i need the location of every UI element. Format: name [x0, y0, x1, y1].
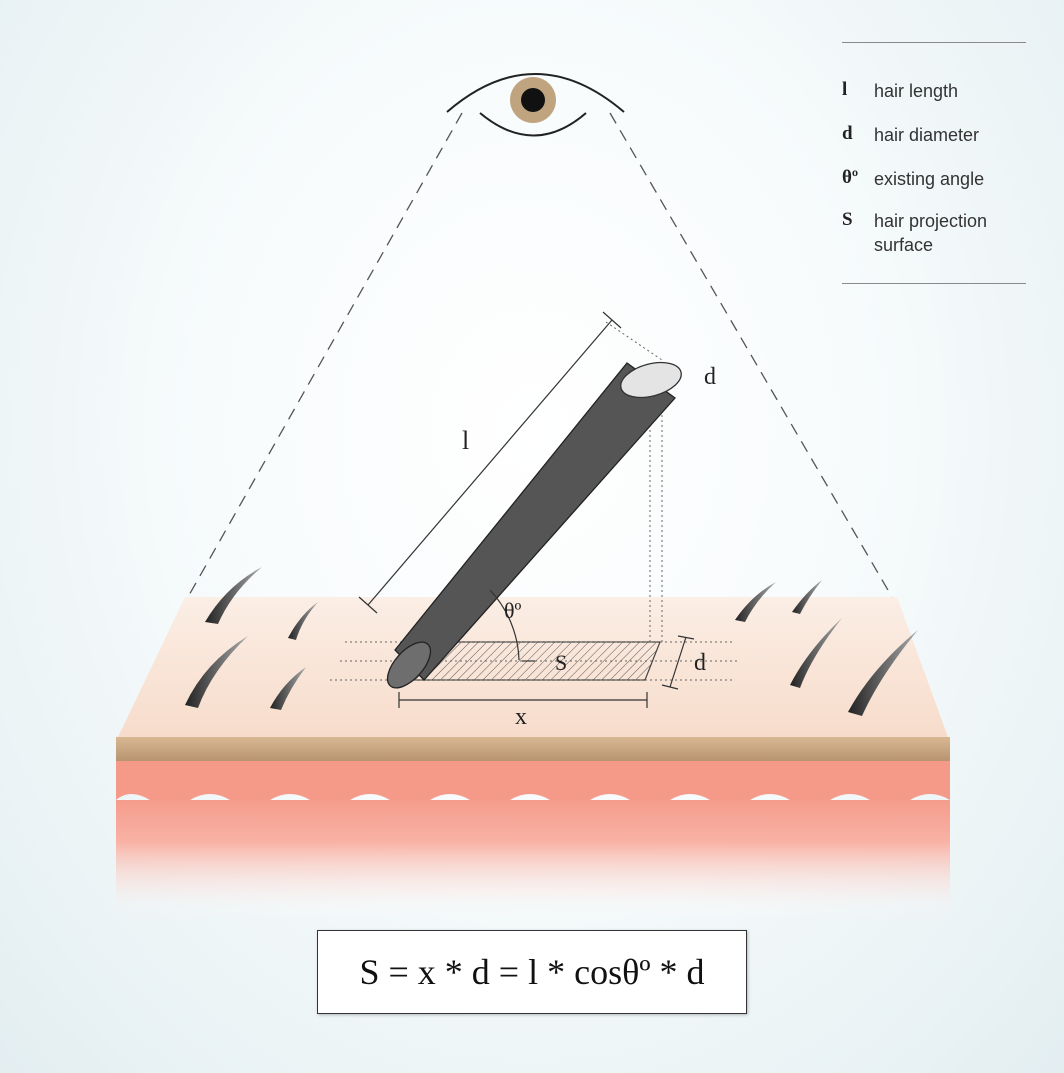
label-angle: θº [504, 598, 522, 623]
legend-item: l hair length [842, 79, 1026, 103]
legend-text: hair diameter [874, 125, 980, 145]
legend: l hair length d hair diameter θº existin… [842, 42, 1026, 284]
length-dimension [358, 311, 622, 614]
legend-symbol: θº [842, 167, 859, 188]
x-dimension [398, 692, 648, 708]
legend-symbol: d [842, 123, 853, 144]
legend-item: S hair projection surface [842, 209, 1026, 257]
label-length: l [462, 426, 469, 455]
legend-item: d hair diameter [842, 123, 1026, 147]
legend-text: existing angle [874, 169, 985, 189]
label-diameter-side: d [694, 650, 706, 676]
eye-icon [446, 73, 625, 137]
d-dimension [661, 635, 695, 690]
legend-item: θº existing angle [842, 167, 1026, 191]
skin-block [116, 597, 950, 920]
angle-arc [489, 589, 520, 661]
label-projection: x [515, 704, 527, 730]
label-surface: S [555, 650, 567, 675]
legend-symbol: l [842, 79, 848, 100]
legend-symbol: S [842, 209, 853, 230]
formula-text: S = x * d = l * cosθº * d [359, 952, 705, 992]
legend-text: hair projection surface [874, 211, 988, 255]
hair-strand-icon [185, 567, 918, 716]
hair-cylinder [386, 361, 682, 689]
legend-text: hair length [874, 81, 959, 101]
view-cone-lines [187, 112, 893, 598]
label-diameter-top: d [704, 364, 716, 390]
formula-box: S = x * d = l * cosθº * d [317, 930, 747, 1014]
